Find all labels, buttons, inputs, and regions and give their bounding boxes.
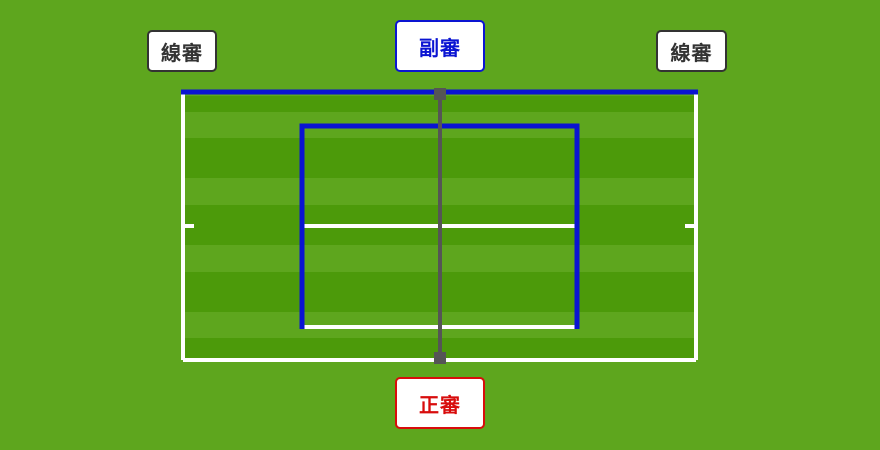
line-judge-left-label: 線審	[147, 30, 217, 72]
umpire-label: 副審	[395, 20, 485, 72]
net-post-bottom	[434, 352, 446, 364]
line-judge-right-label: 線審	[656, 30, 727, 72]
chair-umpire-label: 正審	[395, 377, 485, 429]
net-post-top	[434, 88, 446, 100]
net	[434, 88, 446, 364]
